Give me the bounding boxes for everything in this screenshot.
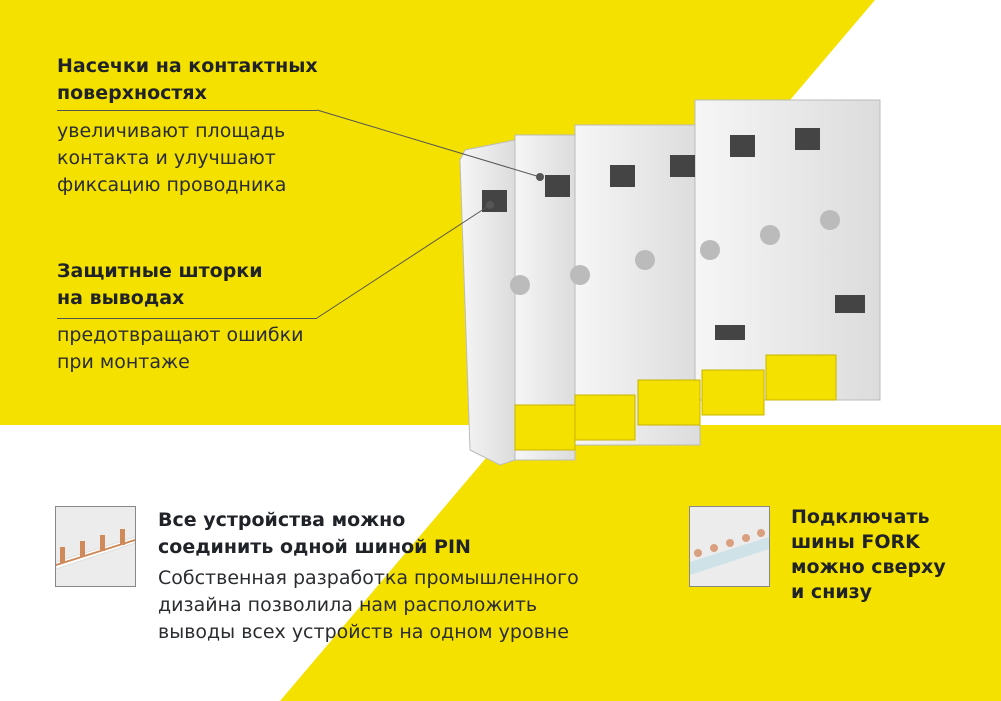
text-line: увеличивают площадь	[57, 120, 286, 142]
callout-body: предотвращают ошибки при монтаже	[57, 322, 303, 376]
text-line: Все устройства можно	[158, 509, 406, 531]
text-line: фиксацию проводника	[57, 174, 287, 196]
feature-body: Собственная разработка промышленного диз…	[158, 565, 579, 646]
divider	[57, 318, 317, 319]
text-line: предотвращают ошибки	[57, 324, 304, 346]
text-line: можно сверху	[791, 556, 946, 578]
text-line: соединить одной шиной PIN	[158, 536, 471, 558]
feature-title: Все устройства можно соединить одной шин…	[158, 507, 471, 561]
text-line: контакта и улучшают	[57, 147, 276, 169]
callout-body: увеличивают площадь контакта и улучшают …	[57, 118, 286, 199]
text-line: поверхностях	[57, 82, 207, 104]
divider	[57, 110, 317, 111]
callout-title: Насечки на контактных поверхностях	[57, 53, 318, 107]
pin-busbar-image	[55, 506, 136, 587]
text-line: выводы всех устройств на одном уровне	[158, 621, 569, 643]
text-line: Собственная разработка промышленного	[158, 567, 579, 589]
text-line: на выводах	[57, 287, 185, 309]
feature-title: Подключать шины FORK можно сверху и сниз…	[791, 505, 946, 605]
fork-busbar-image	[689, 506, 770, 587]
text-line: шины FORK	[791, 531, 920, 553]
text-line: Подключать	[791, 506, 930, 528]
callout-title: Защитные шторки на выводах	[57, 258, 263, 312]
text-line: Насечки на контактных	[57, 55, 318, 77]
circuit-breaker-product-image	[459, 99, 881, 466]
text-line: и снизу	[791, 581, 873, 603]
text-line: при монтаже	[57, 351, 190, 373]
text-line: дизайна позволила нам расположить	[158, 594, 538, 616]
text-line: Защитные шторки	[57, 260, 263, 282]
